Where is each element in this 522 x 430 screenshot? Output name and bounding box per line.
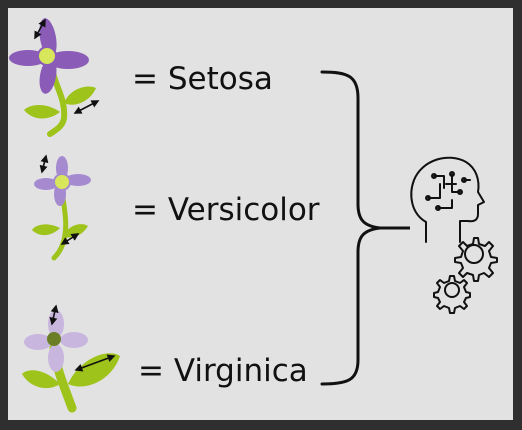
brain-gears-icon (410, 156, 498, 314)
diagram-canvas: = Setosa = Versicolor = Virginica (8, 8, 513, 420)
double-arrow-icon (60, 233, 80, 245)
setosa-flower-icon (9, 18, 100, 137)
double-arrow-icon (73, 100, 100, 114)
versicolor-flower-icon (32, 154, 91, 261)
class-label-setosa: = Setosa (132, 61, 273, 97)
class-label-virginica: = Virginica (138, 353, 308, 389)
virginica-flower-icon (22, 304, 120, 413)
class-label-versicolor: = Versicolor (132, 192, 320, 228)
double-arrow-icon (49, 304, 59, 326)
double-arrow-icon (74, 354, 116, 372)
double-arrow-icon (39, 154, 49, 174)
double-arrow-icon (34, 18, 46, 40)
curly-brace-icon (320, 70, 381, 386)
diagram-art (9, 18, 498, 413)
